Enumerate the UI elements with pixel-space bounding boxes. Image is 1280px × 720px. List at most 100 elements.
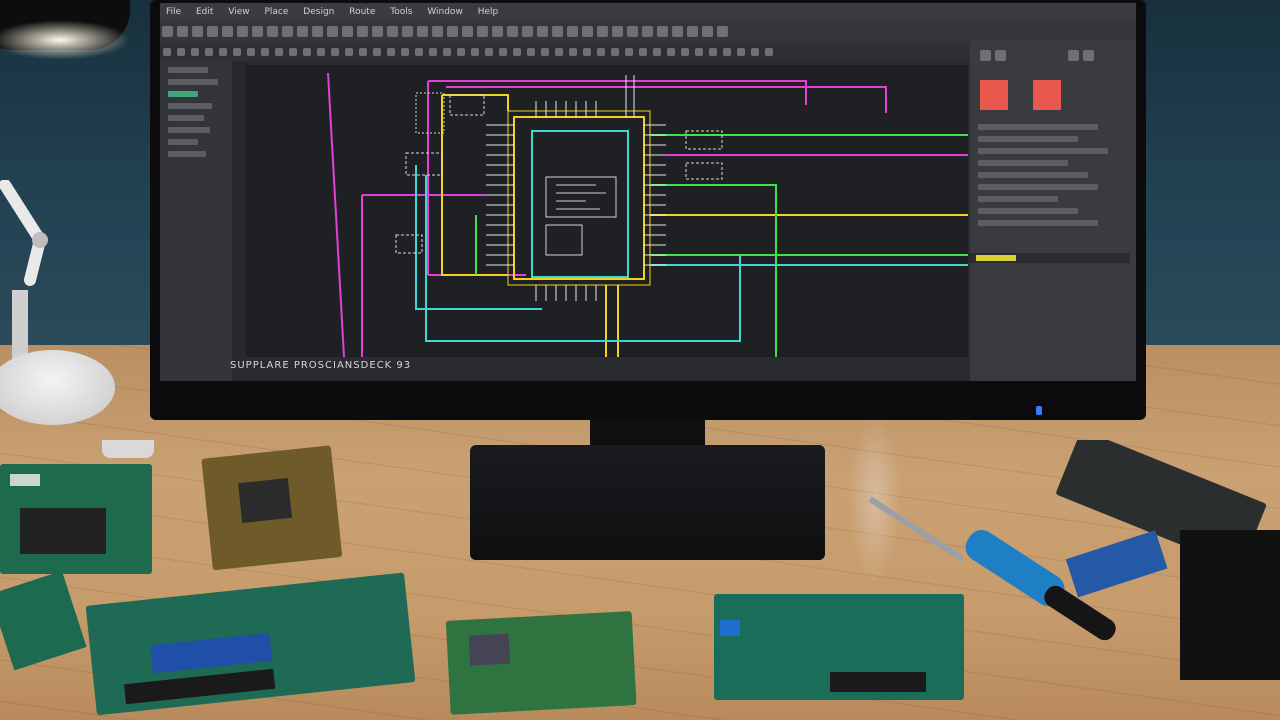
toolbar-button[interactable] [267,26,278,37]
toolbar-button[interactable] [687,26,698,37]
color-swatch-left[interactable] [980,80,1008,110]
toolbar-button[interactable] [222,26,233,37]
toolbar-button[interactable] [415,48,423,56]
toolbar-button[interactable] [387,48,395,56]
toolbar-button[interactable] [751,48,759,56]
toolbar-button[interactable] [462,26,473,37]
toolbar-button[interactable] [485,48,493,56]
toolbar-button[interactable] [357,26,368,37]
toolbar-button[interactable] [625,48,633,56]
schematic-canvas[interactable] [246,65,968,357]
toolbar-button[interactable] [177,48,185,56]
toolbar-button[interactable] [499,48,507,56]
menu-item[interactable]: View [228,7,250,17]
toolbar-button[interactable] [247,48,255,56]
toolbar-button[interactable] [737,48,745,56]
menu-item[interactable]: File [166,7,182,17]
toolbar-button[interactable] [237,26,248,37]
toolbar-button[interactable] [317,48,325,56]
toolbar-button[interactable] [162,26,173,37]
toolbar-button[interactable] [541,48,549,56]
toolbar-button[interactable] [657,26,668,37]
toolbar-button[interactable] [611,48,619,56]
selected-layer-row[interactable] [970,253,1130,263]
toolbar-button[interactable] [653,48,661,56]
toolbar-button[interactable] [312,26,323,37]
toolbar-button[interactable] [709,48,717,56]
toolbar-button[interactable] [513,48,521,56]
menu-item[interactable]: Window [427,7,463,17]
toolbar-button[interactable] [275,48,283,56]
toolbar-button[interactable] [597,48,605,56]
toolbar-button[interactable] [443,48,451,56]
toolbar-button[interactable] [583,48,591,56]
properties-panel[interactable] [970,39,1136,381]
menu-item[interactable]: Place [264,7,289,17]
toolbar-button[interactable] [765,48,773,56]
menu-item[interactable]: Route [349,7,376,17]
toolbar-button[interactable] [205,48,213,56]
toolbar-button[interactable] [191,48,199,56]
toolbar-button[interactable] [552,26,563,37]
toolbar-button[interactable] [627,26,638,37]
toolbar-button[interactable] [569,48,577,56]
toolbar-button[interactable] [582,26,593,37]
toolbar-button[interactable] [401,48,409,56]
toolbar-button[interactable] [177,26,188,37]
project-panel[interactable] [160,61,232,381]
toolbar-button[interactable] [471,48,479,56]
toolbar-button[interactable] [567,26,578,37]
toolbar-button[interactable] [597,26,608,37]
toolbar-button[interactable] [387,26,398,37]
toolbar-button[interactable] [477,26,488,37]
selected-layer-highlight [976,255,1016,261]
toolbar-button[interactable] [612,26,623,37]
toolbar-button[interactable] [289,48,297,56]
toolbar-button[interactable] [303,48,311,56]
toolbar-button[interactable] [723,48,731,56]
toolbar-button[interactable] [233,48,241,56]
color-swatch-right[interactable] [1033,80,1062,110]
menu-item[interactable]: Help [477,7,499,17]
toolbar-button[interactable] [342,26,353,37]
toolbar-button[interactable] [282,26,293,37]
toolbar-button[interactable] [702,26,713,37]
toolbar-button[interactable] [192,26,203,37]
toolbar-button[interactable] [373,48,381,56]
toolbar-button[interactable] [672,26,683,37]
toolbar-button[interactable] [555,48,563,56]
toolbar-button[interactable] [492,26,503,37]
menu-item[interactable]: Edit [195,7,214,17]
toolbar-button[interactable] [527,48,535,56]
toolbar-button[interactable] [331,48,339,56]
toolbar-button[interactable] [695,48,703,56]
toolbar-button[interactable] [507,26,518,37]
menu-item[interactable]: Tools [390,7,413,17]
toolbar-button[interactable] [163,48,171,56]
toolbar-button[interactable] [252,26,263,37]
toolbar-button[interactable] [219,48,227,56]
toolbar-button[interactable] [345,48,353,56]
toolbar-button[interactable] [522,26,533,37]
toolbar-button[interactable] [642,26,653,37]
toolbar-button[interactable] [402,26,413,37]
vertical-toolbar[interactable] [232,61,246,361]
chip-internal [545,176,617,256]
toolbar-button[interactable] [297,26,308,37]
toolbar-button[interactable] [327,26,338,37]
toolbar-button[interactable] [667,48,675,56]
toolbar-button[interactable] [432,26,443,37]
toolbar-button[interactable] [537,26,548,37]
toolbar-button[interactable] [207,26,218,37]
toolbar-button[interactable] [717,26,728,37]
toolbar-button[interactable] [372,26,383,37]
toolbar-button[interactable] [359,48,367,56]
toolbar-button[interactable] [429,48,437,56]
toolbar-button[interactable] [639,48,647,56]
toolbar-button[interactable] [457,48,465,56]
menu-item[interactable]: Design [303,7,335,17]
toolbar-button[interactable] [417,26,428,37]
toolbar-button[interactable] [261,48,269,56]
toolbar-button[interactable] [681,48,689,56]
toolbar-button[interactable] [447,26,458,37]
